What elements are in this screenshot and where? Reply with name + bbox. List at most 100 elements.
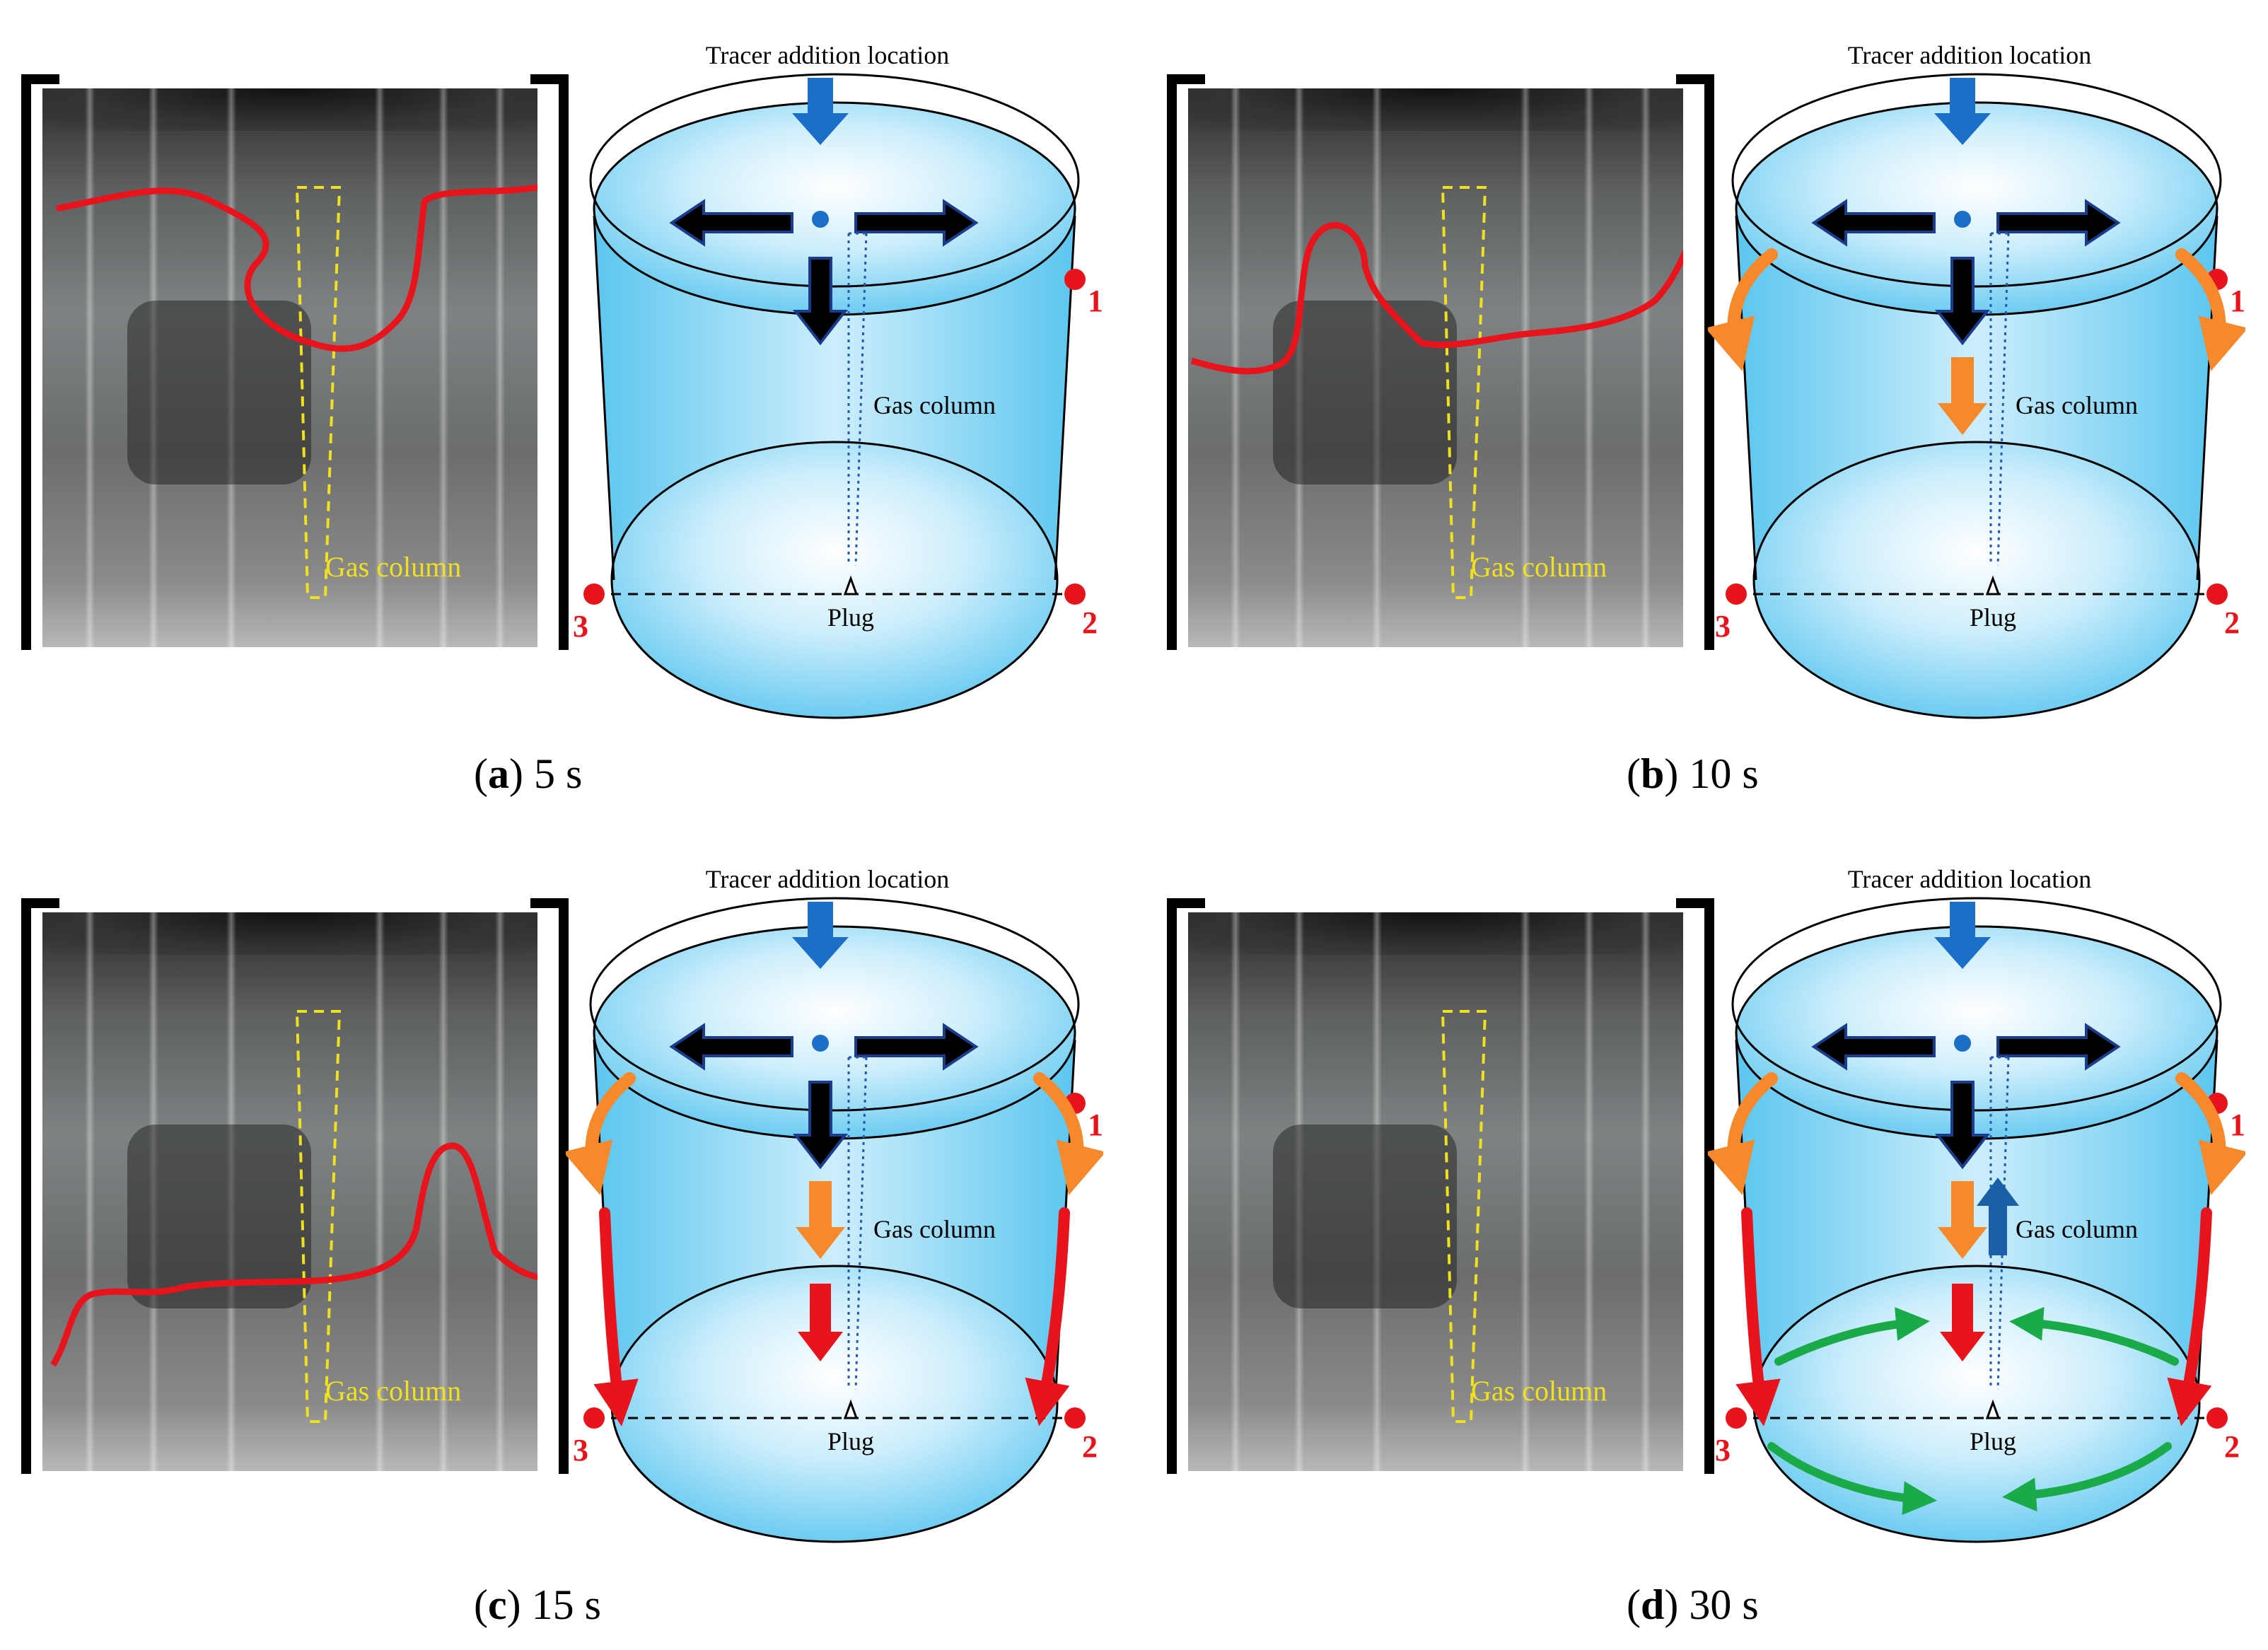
vessel-rim [1188,88,1683,131]
glass-reflection [1584,912,1594,1471]
glass-reflection [375,88,385,647]
glass-reflection [1294,912,1304,1471]
gas-column-outline [295,1010,342,1423]
spread-arrow-right [1996,1023,2121,1071]
plug-label: Plug [1970,603,2016,632]
caption-letter: d [1640,1581,1665,1628]
center-flow-arrow-orange [796,1181,845,1259]
caption-time: 10 s [1689,750,1759,797]
experiment-photo-b: Gas column [1188,88,1683,647]
measure-point-3-icon [583,583,605,605]
glass-reflection [1584,88,1594,647]
glass-reflection [1372,912,1382,1471]
wall-flow-arrow-right [2167,1207,2212,1427]
glass-reflection [85,88,95,647]
liquid-surface [593,925,1076,1140]
background-equipment [127,1125,311,1308]
tracer-addition-label: Tracer addition location [706,41,950,69]
side-flow-arrow-left [1708,248,1778,371]
plug-icon [843,1399,859,1419]
measure-point-1-label: 1 [2230,1108,2245,1142]
glass-reflection [226,88,236,647]
measure-point-1-icon [1064,269,1086,290]
wall-flow-arrow-left [593,1207,639,1427]
spread-arrow-right [854,1023,979,1071]
plug-label: Plug [827,603,874,632]
glass-reflection [1294,88,1304,647]
gas-column-outline [295,186,342,599]
measure-point-3-label: 3 [573,1433,588,1468]
ladle-wall-left [1735,215,1757,581]
vessel-bracket-left [1167,74,1205,650]
ladle-bottom [610,441,1059,719]
spread-arrow-left [1811,199,1936,247]
spread-arrow-down [792,1081,849,1170]
measure-point-3-icon [1726,1407,1747,1429]
caption-time: 5 s [533,750,583,797]
experiment-photo-c: Gas column [42,912,537,1471]
plug-label: Plug [827,1427,874,1456]
vessel-rim [42,88,537,131]
measure-point-2-icon [1064,583,1086,605]
ladle-bottom [610,1265,1059,1543]
glass-reflection [1641,912,1651,1471]
glass-reflection [149,912,158,1471]
photo-gas-column-label: Gas column [325,1375,461,1407]
caption-letter: b [1640,750,1665,797]
tracer-front-outline [56,184,537,352]
bottom-flow-arrow-upper-left [1774,1307,1930,1366]
panel-caption-c: (c) 15 s [474,1581,601,1628]
spread-arrow-left [669,199,793,247]
vessel-bracket-right [530,898,569,1474]
photo-gas-column-label: Gas column [325,551,461,583]
spread-arrow-right [854,199,979,247]
bottom-flow-arrow-upper-right [2009,1306,2179,1366]
glass-reflection [495,912,505,1471]
measure-point-1-label: 1 [2230,284,2245,318]
spread-arrow-left [1811,1023,1936,1071]
ladle-top-rim [1731,73,2222,288]
liquid-surface [593,101,1076,316]
side-flow-arrow-left [566,1072,636,1195]
tracer-point-dot [812,1035,829,1052]
side-flow-arrow-left [1708,1072,1778,1195]
glass-reflection [226,912,236,1471]
measure-point-2-label: 2 [2224,605,2240,640]
measure-point-1-label: 1 [1088,284,1103,318]
wall-flow-arrow-right [1025,1207,1070,1427]
measure-point-3-label: 3 [1715,1433,1731,1468]
background-equipment [1273,301,1457,484]
ladle-top-rim [589,73,1080,288]
glass-reflection [149,88,158,647]
background-equipment [1273,1125,1457,1308]
measure-point-3-label: 3 [573,609,588,644]
vessel-bracket-left [21,74,59,650]
measure-point-2-label: 2 [2224,1429,2240,1464]
liquid-surface [1735,101,2218,316]
caption-time: 30 s [1689,1581,1759,1628]
glass-reflection [495,88,505,647]
glass-reflection [1520,88,1530,647]
glass-reflection [1231,912,1240,1471]
panel-caption-b: (b) 10 s [1627,750,1759,797]
spread-arrow-left [669,1023,793,1071]
gas-column-line-right [1996,1057,2010,1390]
tracer-addition-label: Tracer addition location [706,865,950,893]
side-flow-arrow-right [1033,1072,1103,1195]
measure-point-2-label: 2 [1082,605,1098,640]
vessel-bracket-left [21,898,59,1474]
center-flow-arrow-red [1940,1284,1985,1361]
tracer-front-outline [1190,221,1683,375]
diagram-gas-column-label: Gas column [873,1215,996,1243]
glass-reflection [1372,88,1382,647]
glass-reflection [438,88,448,647]
vessel-bracket-right [530,74,569,650]
tracer-point-dot [1954,1035,1971,1052]
glass-reflection [1641,88,1651,647]
experiment-photo-d: Gas column [1188,912,1683,1471]
measure-point-2-label: 2 [1082,1429,1098,1464]
glass-reflection [438,912,448,1471]
